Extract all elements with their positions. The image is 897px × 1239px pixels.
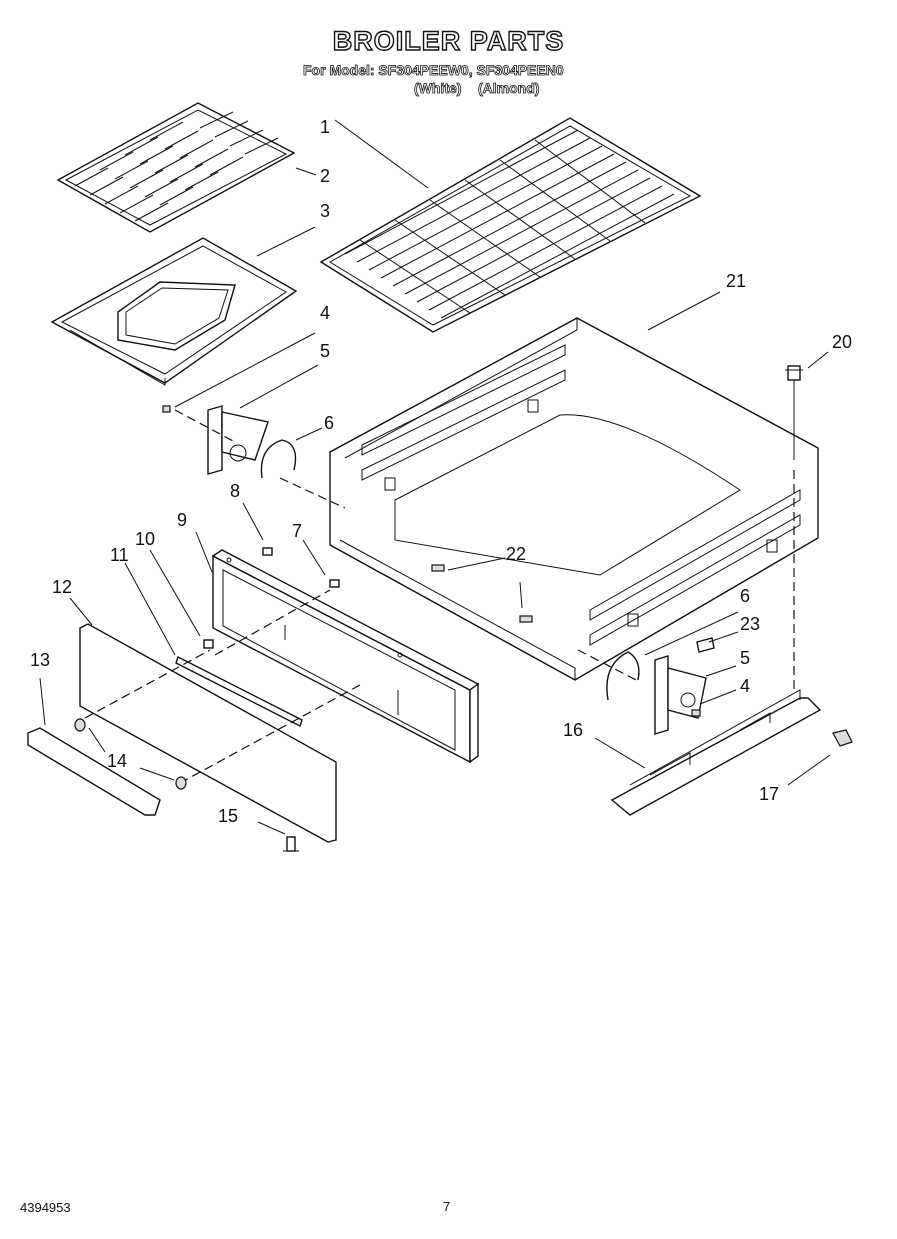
foot-part-17 xyxy=(787,729,853,786)
callout-23: 23 xyxy=(740,614,761,634)
callout-16: 16 xyxy=(563,720,584,740)
hinge-assembly-left xyxy=(162,332,346,509)
callout-13: 13 xyxy=(30,650,51,670)
callout-15: 15 xyxy=(218,806,239,826)
callout-17: 17 xyxy=(759,784,780,804)
callout-14: 14 xyxy=(107,751,128,771)
drawer-roller-part-22 xyxy=(431,557,533,623)
callout-12: 12 xyxy=(52,577,73,597)
part-number: 4394953 xyxy=(20,1200,71,1215)
callout-3: 3 xyxy=(320,201,331,221)
screws-7-8 xyxy=(214,502,340,656)
color-almond-label: (Almond) xyxy=(478,80,540,97)
callout-4-right: 4 xyxy=(740,676,751,696)
callout-21: 21 xyxy=(726,271,747,291)
callout-7: 7 xyxy=(292,521,303,541)
callout-1: 1 xyxy=(320,117,331,137)
callout-11: 11 xyxy=(110,545,129,565)
drawer-glass-panel-part xyxy=(69,597,361,843)
broiler-drawer-part xyxy=(329,291,819,681)
page-number: 7 xyxy=(443,1199,451,1214)
callout-5-right: 5 xyxy=(740,648,751,668)
callout-9: 9 xyxy=(177,510,188,530)
broiler-grid-part xyxy=(56,102,317,233)
callout-10: 10 xyxy=(135,529,156,549)
callout-2: 2 xyxy=(320,166,331,186)
hinge-assembly-right xyxy=(577,470,795,735)
callout-4-left: 4 xyxy=(320,303,331,323)
oven-rack-part xyxy=(319,117,702,333)
broiler-pan-part xyxy=(50,226,316,386)
bracket-part-16 xyxy=(594,689,822,816)
callout-6-right: 6 xyxy=(740,586,751,606)
trim-strip-part xyxy=(27,677,161,816)
callout-20: 20 xyxy=(832,332,853,352)
bumper-parts-14 xyxy=(74,718,187,790)
screw-part-20 xyxy=(785,351,829,460)
callout-22: 22 xyxy=(506,544,527,564)
drawer-front-panel-part xyxy=(195,531,480,764)
model-line: For Model: SF304PEEW0, SF304PEEN0 xyxy=(303,62,564,79)
screw-part-15 xyxy=(257,821,299,852)
callout-8: 8 xyxy=(230,481,241,501)
drawer-trim-parts-10-11 xyxy=(124,549,303,727)
callout-6-left: 6 xyxy=(324,413,335,433)
page-title: BROILER PARTS xyxy=(332,25,565,56)
color-white-label: (White) xyxy=(414,80,462,97)
callout-5-left: 5 xyxy=(320,341,331,361)
